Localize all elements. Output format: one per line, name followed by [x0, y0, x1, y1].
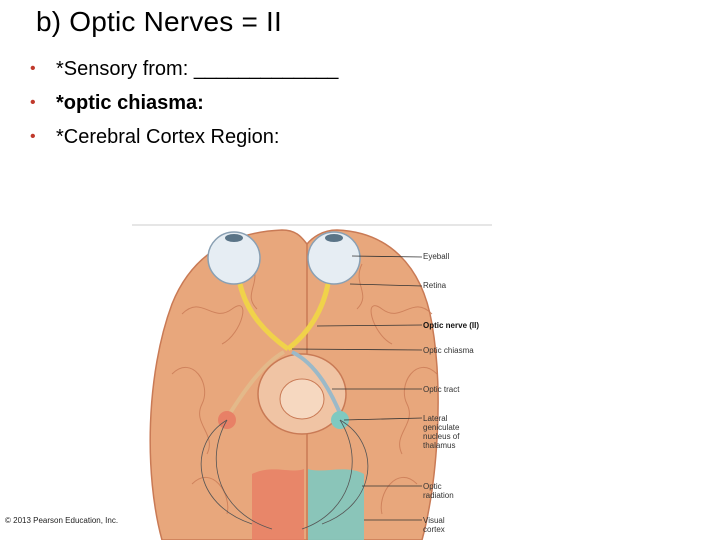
copyright-credit: © 2013 Pearson Education, Inc.: [5, 516, 119, 525]
bullet-text: *Sensory from: _____________: [56, 58, 339, 80]
visual-cortex-left: [252, 469, 304, 540]
bullet-text: *optic chiasma:: [56, 92, 204, 114]
label-retina: Retina: [423, 281, 447, 290]
eyeball-right: [307, 231, 361, 285]
bullet-marker: •: [30, 128, 36, 145]
bullet-text: *Cerebral Cortex Region:: [56, 126, 280, 148]
visual-cortex-right: [308, 469, 364, 540]
label-visual-line: cortex: [423, 525, 445, 534]
label-optic-tract: Optic tract: [423, 385, 460, 394]
brain-illustration: [132, 224, 492, 541]
label-optic-chiasma: Optic chiasma: [423, 346, 474, 355]
brain-figure: Eyeball Retina Optic nerve (II) Optic ch…: [132, 224, 502, 541]
label-lgn-line: geniculate: [423, 423, 460, 432]
bullet-sensory: • *Sensory from: _____________: [30, 52, 338, 86]
label-radiation-line: Optic: [423, 482, 442, 491]
label-visual-line: Visual: [423, 516, 445, 525]
bullet-list: • *Sensory from: _____________ • *optic ch…: [30, 52, 338, 154]
bullet-cortex: • *Cerebral Cortex Region:: [30, 120, 338, 154]
bullet-marker: •: [30, 94, 36, 111]
bullet-marker: •: [30, 60, 36, 77]
optic-tract-left: [225, 350, 286, 420]
optic-nerve-left: [237, 283, 290, 352]
label-optic-radiation: Optic radiation: [423, 482, 454, 500]
label-radiation-line: radiation: [423, 491, 454, 500]
label-optic-nerve: Optic nerve (II): [423, 321, 480, 330]
eyeball-left: [207, 231, 261, 285]
label-visual-cortex: Visual cortex: [423, 516, 445, 534]
label-lgn-line: Lateral: [423, 414, 448, 423]
bullet-chiasma: • *optic chiasma:: [30, 86, 338, 120]
label-lgn-line: nucleus of: [423, 432, 460, 441]
optic-tract-right: [291, 350, 344, 419]
label-eyeball: Eyeball: [423, 252, 450, 261]
label-lgn-line: thalamus: [423, 441, 456, 450]
label-lgn: Lateral geniculate nucleus of thalamus: [423, 414, 459, 450]
slide-title: b) Optic Nerves = II: [36, 6, 282, 37]
optic-nerve-right: [286, 283, 331, 351]
